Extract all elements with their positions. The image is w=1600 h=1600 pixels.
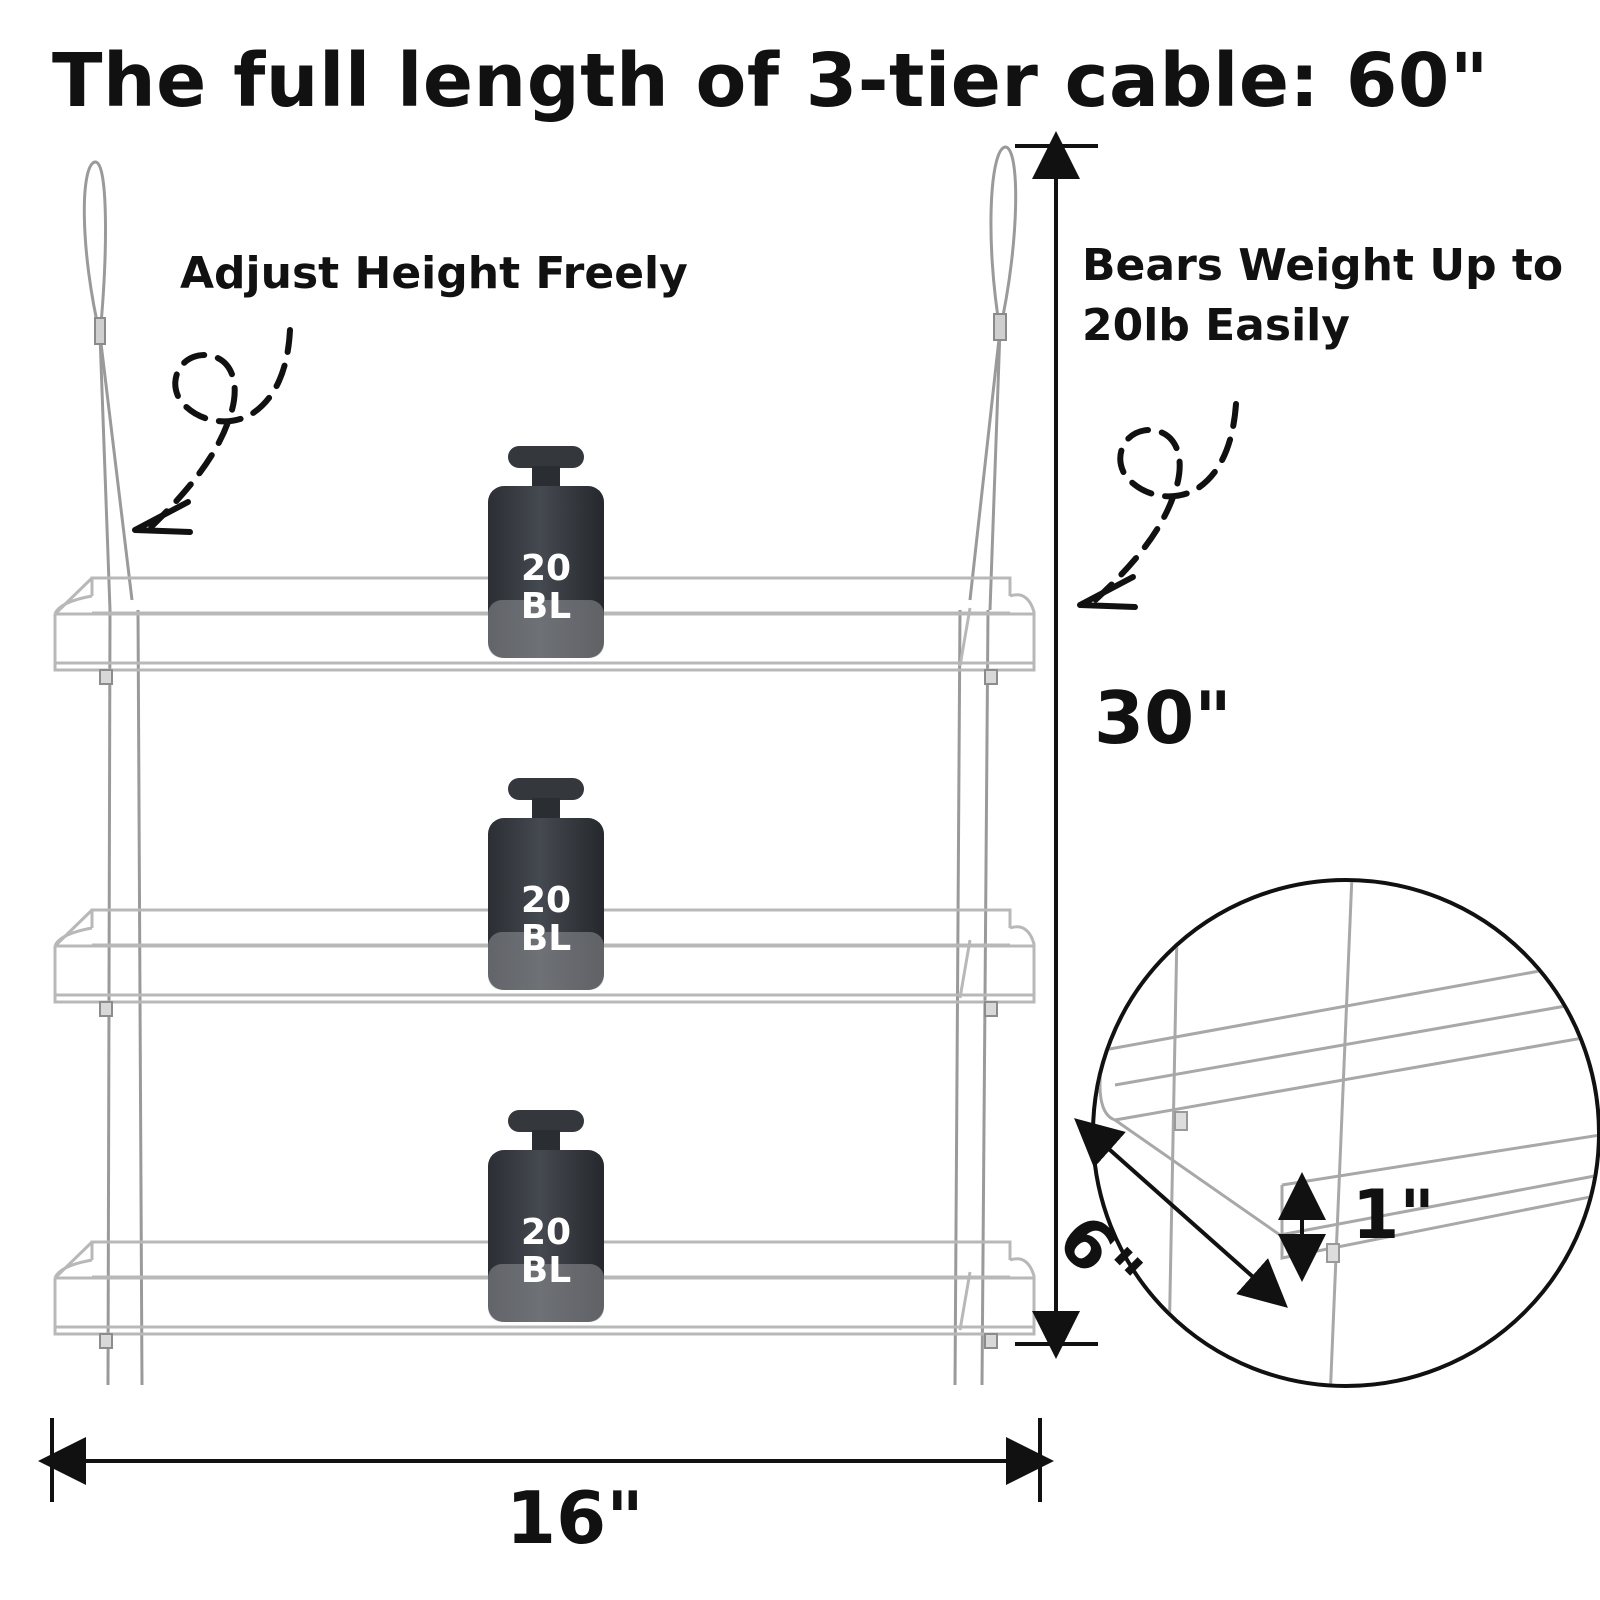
height-dimension-label: 30" — [1094, 676, 1232, 760]
loop-arrow-icon — [1077, 401, 1239, 610]
loop-arrow-icon — [132, 327, 293, 535]
adjust-height-note: Adjust Height Freely — [180, 248, 688, 299]
vertical-cables — [106, 609, 990, 1386]
weight-unit-label: BL — [521, 1250, 571, 1291]
hanging-loop-right — [968, 145, 1018, 611]
page-title: The full length of 3-tier cable: 60" — [52, 38, 1489, 124]
width-dimension-label: 16" — [506, 1476, 644, 1560]
height-dimension-line — [1015, 131, 1098, 1359]
weight-capacity-note: Bears Weight Up to 20lb Easily — [1082, 240, 1564, 351]
weight-number-label: 20 — [521, 880, 571, 921]
weight-unit-label: BL — [521, 918, 571, 959]
weight-unit-label: BL — [521, 586, 571, 627]
detail-zoom-circle — [1074, 878, 1600, 1388]
weight-number-label: 20 — [521, 548, 571, 589]
weight-number-label: 20 — [521, 1212, 571, 1253]
hanging-loop-left — [82, 160, 134, 611]
width-dimension-line — [38, 1418, 1054, 1502]
lip-height-label: 1" — [1352, 1176, 1435, 1255]
